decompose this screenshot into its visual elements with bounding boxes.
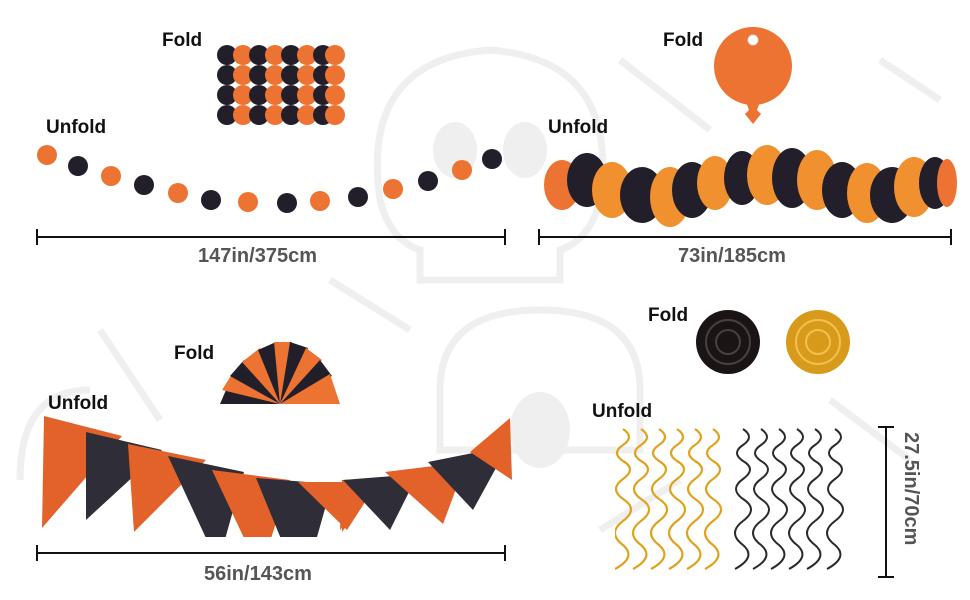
unfold-label-1: Unfold (46, 117, 107, 138)
tick (504, 229, 506, 245)
tick (878, 426, 894, 428)
dimension-text-1: 147in/375cm (198, 245, 317, 267)
unfolded-hanging-swirls (615, 427, 844, 571)
dimension-text-4: 27.5in/70cm (900, 432, 922, 546)
fold-label-2: Fold (663, 30, 704, 51)
fold-label-4: Fold (648, 305, 689, 326)
unfolded-pennant-banner (42, 416, 512, 537)
tick (504, 545, 506, 561)
dimension-line-2 (539, 236, 951, 238)
dimension-line-4 (885, 427, 887, 577)
tick (950, 229, 952, 245)
unfold-label-2: Unfold (548, 117, 609, 138)
unfold-label-3: Unfold (48, 393, 109, 414)
folded-circle-garland (217, 45, 345, 125)
fold-label-1: Fold (162, 30, 203, 51)
dimension-line-1 (37, 236, 505, 238)
tick (36, 545, 38, 561)
dimension-line-3 (37, 552, 505, 554)
tick (538, 229, 540, 245)
unfold-label-4: Unfold (592, 401, 653, 422)
unfolded-circle-garland (37, 145, 502, 213)
tick (878, 576, 894, 578)
tick (36, 229, 38, 245)
dimension-text-2: 73in/185cm (678, 245, 786, 267)
dimension-text-3: 56in/143cm (204, 563, 312, 585)
folded-pennant-fan (220, 342, 340, 404)
fold-label-3: Fold (174, 343, 215, 364)
unfolded-honeycomb-garland (544, 145, 957, 227)
folded-swirl-rolls (696, 310, 850, 374)
folded-paper-ball (714, 27, 792, 124)
